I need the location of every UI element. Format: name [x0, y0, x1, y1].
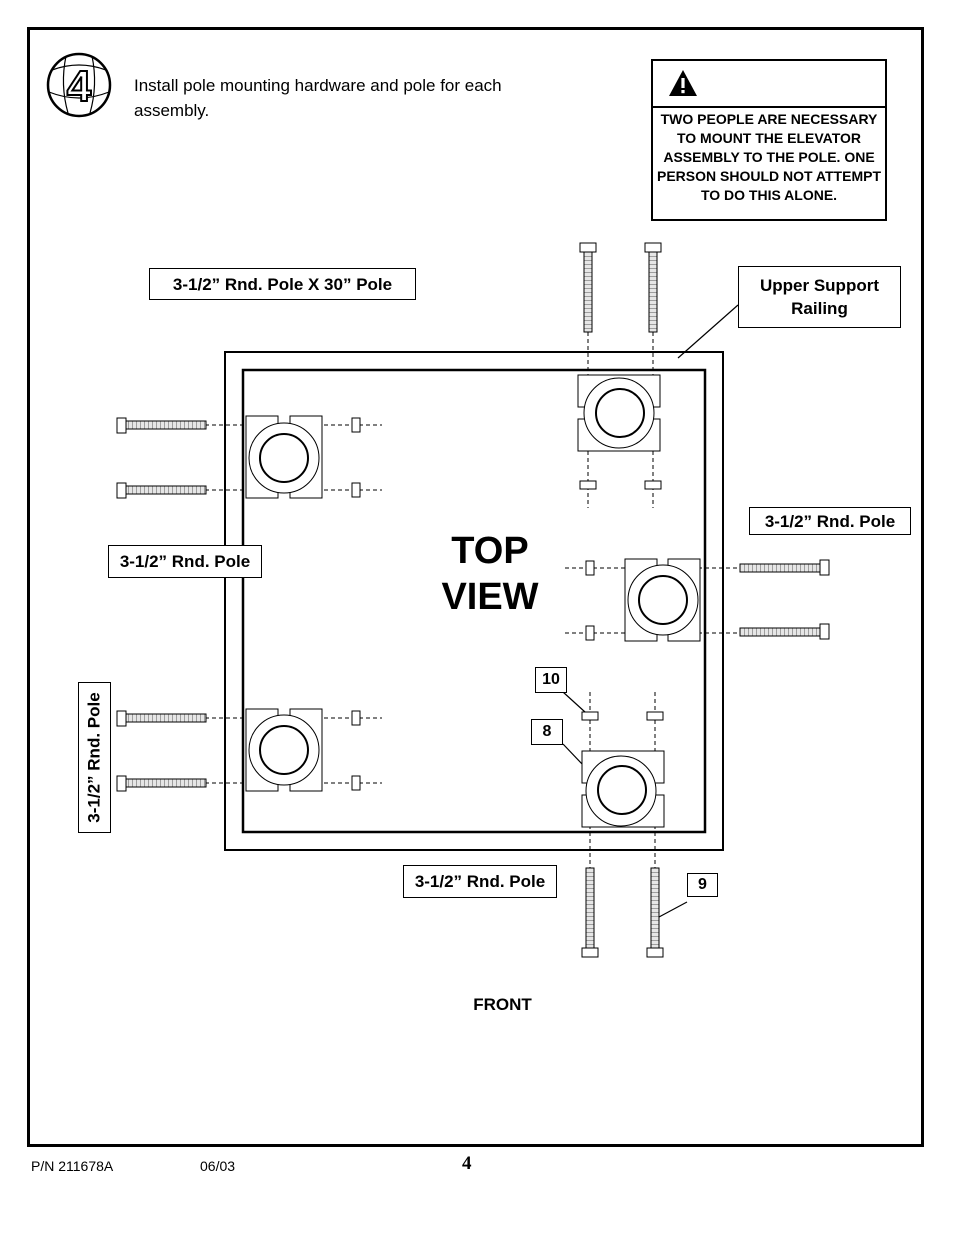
page-frame	[27, 27, 924, 1147]
bolt-icon	[739, 623, 830, 640]
warning-box: TWO PEOPLE ARE NECESSARY TO MOUNT THE EL…	[651, 59, 887, 221]
clamp-assembly-bottom	[581, 692, 665, 958]
view-title-line2: VIEW	[441, 576, 539, 618]
railing-inner-edge	[241, 368, 707, 834]
view-title-line1: TOP	[451, 530, 529, 572]
orientation-label: FRONT	[473, 995, 532, 1014]
label-upper-support-railing: Upper Support Railing	[738, 266, 901, 328]
bolt-icon	[644, 242, 662, 333]
footer-date: 06/03	[200, 1158, 236, 1174]
bolt-icon	[116, 482, 207, 499]
bolt-icon	[116, 775, 207, 792]
label-pole-bottom: 3-1/2” Rnd. Pole	[403, 865, 557, 898]
label-pole-right: 3-1/2” Rnd. Pole	[749, 507, 911, 535]
warning-triangle-icon	[669, 70, 697, 96]
view-title: TOP VIEW	[420, 528, 560, 620]
clamp-assembly-right	[565, 558, 830, 642]
callout-clamp: 8	[531, 719, 563, 745]
callout-nut: 10	[535, 667, 567, 693]
svg-text:4: 4	[67, 62, 92, 111]
callout-bolt: 9	[687, 873, 718, 897]
nut-icon	[646, 711, 664, 721]
clamp-assembly-left-bottom	[116, 708, 382, 792]
bolt-icon	[116, 710, 207, 727]
bolt-icon	[646, 867, 664, 958]
step-instruction: Install pole mounting hardware and pole …	[134, 76, 502, 120]
leader-nut-10	[562, 691, 586, 713]
leader-bolt-9	[658, 901, 688, 918]
nut-icon	[581, 711, 599, 721]
bolt-icon	[579, 242, 597, 333]
bolt-icon	[116, 417, 207, 434]
warning-text: TWO PEOPLE ARE NECESSARY TO MOUNT THE EL…	[657, 111, 881, 203]
leader-upper-support	[677, 304, 739, 359]
bolt-icon	[581, 867, 599, 958]
clamp-assembly-top	[577, 242, 662, 508]
label-pole-30: 3-1/2” Rnd. Pole X 30” Pole	[149, 268, 416, 300]
leader-clamp-8	[562, 743, 584, 766]
label-pole-left: 3-1/2” Rnd. Pole	[108, 545, 262, 578]
footer-page-number: 4	[462, 1153, 472, 1174]
clamp-assembly-left-top	[116, 415, 382, 499]
bolt-icon	[739, 559, 830, 576]
label-pole-vertical: 3-1/2” Rnd. Pole	[78, 682, 111, 833]
footer-part-number: P/N 211678A	[31, 1158, 114, 1174]
step-badge-icon: 4	[46, 52, 112, 118]
upper-support-railing	[224, 351, 724, 851]
